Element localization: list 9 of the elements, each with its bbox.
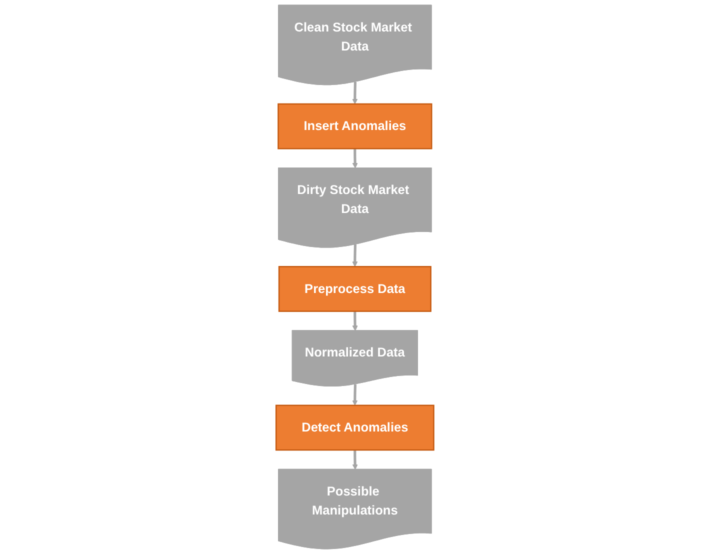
arrow [352, 82, 358, 104]
node-box: Detect Anomalies [276, 404, 434, 451]
node-box: Preprocess Data [278, 266, 432, 312]
arrow [352, 244, 358, 267]
node-box: Insert Anomalies [278, 103, 432, 150]
arrow [352, 311, 358, 331]
arrow [352, 384, 358, 406]
arrow [352, 148, 358, 168]
arrow [352, 450, 358, 470]
